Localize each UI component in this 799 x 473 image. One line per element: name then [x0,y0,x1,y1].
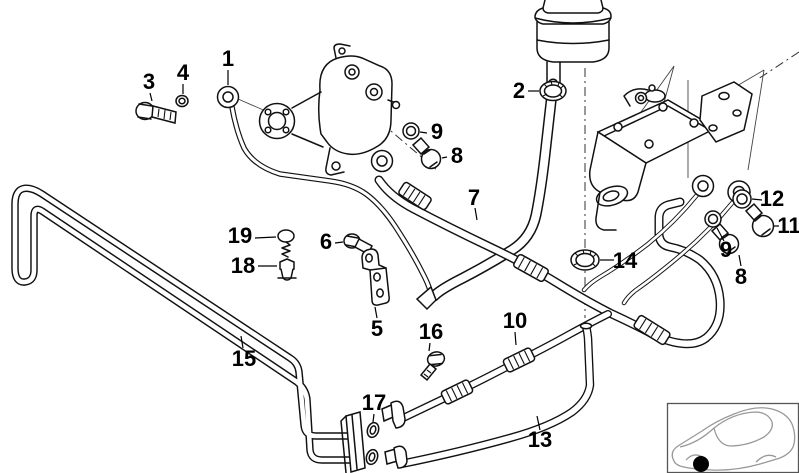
car-location-inset [666,402,799,473]
screw-19 [277,229,295,258]
washer-4 [175,94,189,108]
banjo-bolt-11 [744,202,775,238]
callout-14: 14 [613,248,638,273]
hose-coupler [502,347,536,373]
location-dot [693,456,709,472]
cooler-bracket [340,411,366,473]
hose-clamp-2 [539,80,567,102]
callout-10: 10 [503,308,527,333]
sealing-washer-9-gear [704,210,722,228]
callout-1: 1 [222,46,234,71]
callout-5: 5 [371,316,383,341]
callout-18: 18 [231,253,255,278]
steering-gear [588,81,753,231]
callout-9-gear: 9 [720,237,732,262]
hose-coupler [513,253,549,283]
expanding-nut-18 [277,258,297,281]
callout-labels: 1 2 3 4 5 6 7 8 9 10 11 12 13 14 15 16 1… [143,46,799,452]
callout-17: 17 [362,390,386,415]
callout-7: 7 [468,185,480,210]
bracket-5 [361,248,390,306]
leader-lines [149,70,779,431]
callout-9-pump: 9 [431,119,443,144]
callout-13: 13 [528,427,552,452]
callout-4: 4 [177,60,190,85]
hose-clamp-14 [570,249,600,271]
hex-bolt-16 [419,351,446,382]
hose-open-end [579,322,593,330]
callout-16: 16 [419,319,443,344]
hose-coupler [633,314,671,346]
hose-coupler [398,181,432,211]
callout-8-pump: 8 [451,143,463,168]
callout-19: 19 [228,223,252,248]
expansion-hose [370,149,725,349]
hex-bolt-3 [135,101,177,124]
sealing-washer-12 [732,189,752,209]
hose-coupler [440,379,474,405]
gear-pipes [581,174,751,306]
reservoir-hose [415,78,559,311]
cooler-pipe [11,184,354,464]
callout-3: 3 [143,69,155,94]
banjo-bolt-8-pump [411,136,442,170]
sealing-washer-9-pump [402,122,420,140]
hose-fitting-upper [381,400,406,429]
callout-8-gear: 8 [735,264,747,289]
power-steering-pump [258,43,401,176]
callout-12: 12 [760,186,784,211]
hose-fitting-lower [384,445,408,469]
callout-11: 11 [777,213,799,238]
banjo-bolt-8-gear [710,222,740,255]
return-hose [396,322,595,469]
fluid-reservoir [534,0,612,87]
hose-clamp-tab [415,285,437,311]
suction-pipe [216,85,434,298]
callout-15: 15 [232,346,256,371]
pressure-hose [395,310,612,424]
o-ring [365,448,379,466]
callout-6: 6 [320,229,332,254]
gear-mount-bracket [699,81,753,143]
callout-2: 2 [513,78,525,103]
o-ring [366,421,380,439]
